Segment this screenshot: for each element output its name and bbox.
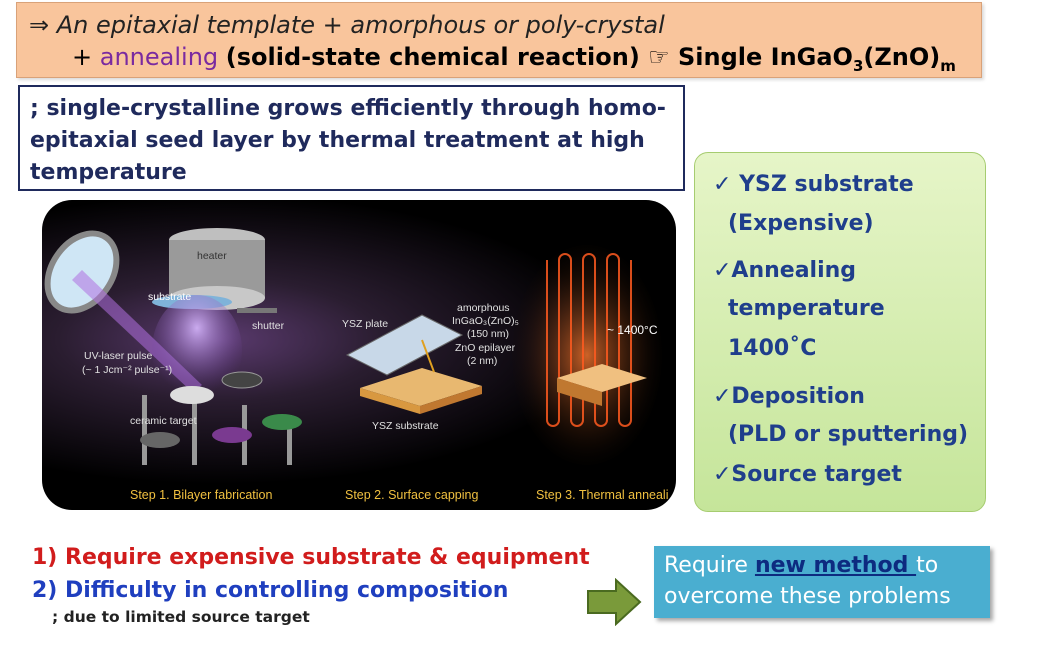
condition-source-target: ✓Source target (713, 462, 902, 487)
new-method-callout: Require new method to overcome these pro… (654, 546, 990, 618)
process-figure: heater substrate shutter UV-laser pulse … (42, 200, 676, 510)
zno-epilayer-label: ZnO epilayer (455, 342, 516, 354)
ysz-plate-label: YSZ plate (342, 318, 389, 330)
banner-subm: m (940, 56, 956, 75)
target-stand-1 (142, 395, 147, 465)
target-stand-4 (287, 415, 292, 465)
banner-zno: (ZnO) (863, 43, 941, 71)
heater-label: heater (197, 250, 227, 262)
callout-pre: Require (664, 553, 755, 578)
thickness-150-label: (150 nm) (467, 328, 510, 340)
conditions-box: ✓ YSZ substrate (Expensive) ✓Annealing t… (694, 152, 986, 512)
uv-energy-label: (~ 1 Jcm⁻² pulse⁻¹) (82, 364, 173, 376)
process-figure-drawing (44, 228, 662, 465)
ingao-label: InGaO₃(ZnO)₅ (452, 315, 519, 327)
single-crystal-box: ; single-crystalline grows efficiently t… (18, 85, 685, 191)
condition-expensive: (Expensive) (728, 211, 874, 236)
banner-line2: + annealing (solid-state chemical reacti… (72, 43, 956, 75)
target-stand-2 (192, 400, 197, 465)
temperature-label: ~ 1400°C (607, 323, 658, 337)
target-2 (221, 371, 263, 389)
step1-label: Step 1. Bilayer fabrication (130, 488, 273, 502)
ysz-substrate-side (360, 388, 420, 414)
furnace-coils (546, 253, 632, 427)
banner-reaction: (solid-state chemical reaction) ☞ Single… (225, 43, 853, 71)
substrate-label: substrate (148, 291, 192, 303)
step3-label: Step 3. Thermal anneali (536, 488, 669, 502)
plasma-plume (152, 295, 242, 405)
banner-line1: ⇒ An epitaxial template + amorphous or p… (29, 11, 665, 39)
requirement-2: 2) Difficulty in controlling composition (32, 578, 509, 603)
callout-new-method: new method (754, 553, 917, 578)
ysz-substrate-front (420, 386, 482, 414)
top-banner: ⇒ An epitaxial template + amorphous or p… (16, 2, 982, 78)
target-3 (212, 427, 252, 443)
uv-laser-label: UV-laser pulse (84, 350, 153, 362)
furnace-glow (512, 245, 662, 465)
callout-post: to overcome these problems (664, 553, 951, 609)
condition-temperature: temperature (728, 296, 885, 321)
ysz-substrate-top (360, 368, 482, 406)
condition-pld-sputtering: (PLD or sputtering) (728, 422, 969, 447)
step2-label: Step 2. Surface capping (345, 488, 479, 502)
capping-arrow (421, 339, 435, 373)
right-arrow-icon (587, 578, 642, 626)
amorphous-label: amorphous (457, 302, 510, 314)
annealed-sample-side (557, 378, 602, 406)
condition-annealing: ✓Annealing (713, 258, 857, 283)
shutter-label: shutter (252, 320, 285, 332)
shutter (237, 308, 277, 313)
banner-sub3: 3 (852, 56, 864, 75)
ysz-substrate-label: YSZ substrate (372, 420, 439, 432)
target-5 (140, 432, 180, 448)
thickness-2-label: (2 nm) (467, 355, 498, 367)
condition-deposition: ✓Deposition (713, 384, 865, 409)
condition-1400c: 1400˚C (728, 336, 817, 361)
banner-annealing: annealing (99, 43, 219, 71)
target-4 (262, 414, 302, 430)
requirement-2-note: ; due to limited source target (52, 608, 310, 626)
requirement-1: 1) Require expensive substrate & equipme… (32, 545, 590, 570)
target-1 (170, 386, 214, 404)
ysz-plate (345, 314, 464, 376)
ceramic-target-label: ceramic target (130, 415, 197, 427)
condition-ysz-substrate: ✓ YSZ substrate (713, 172, 914, 197)
banner-plus: + (72, 43, 93, 71)
